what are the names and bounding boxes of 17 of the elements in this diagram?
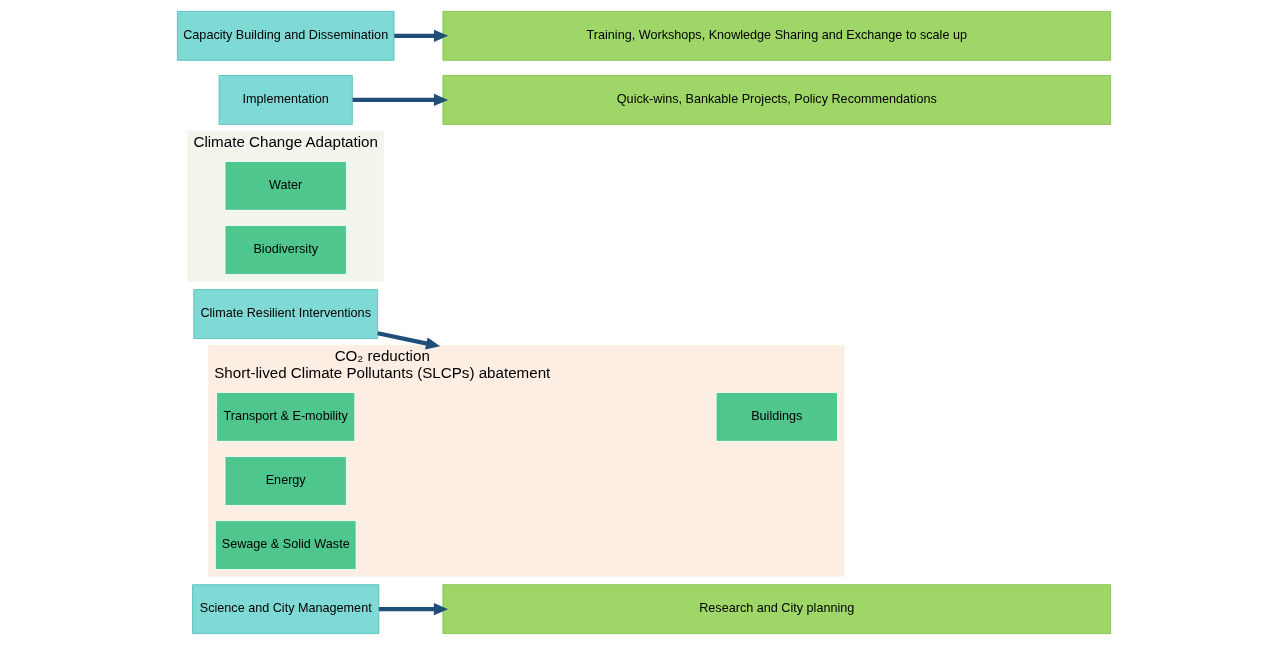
node-box: Research and City planning (442, 584, 1111, 634)
node-box: Energy (224, 456, 347, 506)
node-box: Buildings (715, 392, 838, 442)
node-box: Transport & E-mobility (215, 392, 355, 442)
node-box: Capacity Building and Dissemination (176, 11, 394, 61)
node-box: Water (224, 161, 347, 211)
node-box: Training, Workshops, Knowledge Sharing and Exchange to scale up (442, 11, 1111, 61)
node-box: Implementation (218, 75, 353, 125)
node-box: Science and City Management (191, 584, 379, 634)
arrow (352, 93, 448, 107)
arrow (393, 29, 448, 43)
node-box: Biodiversity (224, 225, 347, 275)
node-box: Climate Resilient Interventions (192, 289, 378, 339)
node-box: Quick-wins, Bankable Projects, Policy Recommendations (442, 75, 1111, 125)
arrow (378, 602, 448, 616)
node-box: Sewage & Solid Waste (214, 520, 357, 570)
arrow (376, 331, 440, 350)
